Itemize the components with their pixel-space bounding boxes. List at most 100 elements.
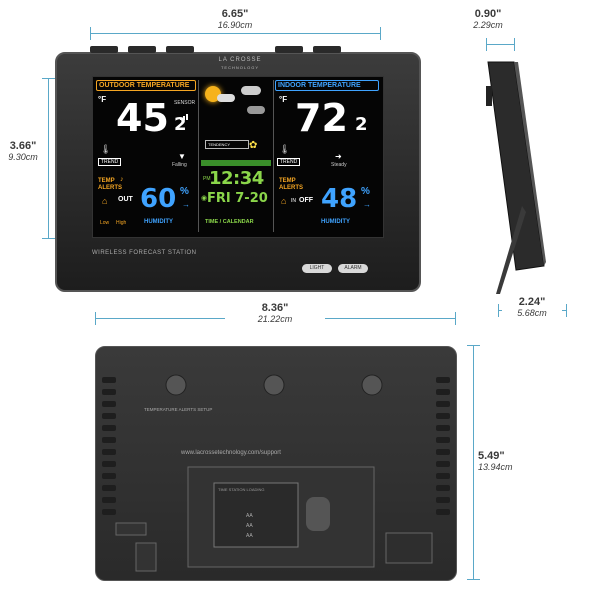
front-height-in: 3.66" [9, 140, 37, 152]
outdoor-unit: °F [98, 95, 107, 104]
side-depth-cm: 2.29cm [473, 20, 503, 30]
cloud-icon [217, 94, 235, 102]
stand-depth-label: 2.24" 5.68cm [502, 296, 562, 318]
time-value: 12:34 [209, 168, 264, 189]
outdoor-alerts-line1: TEMP [98, 178, 115, 184]
indoor-alerts-label: TEMP ALERTS [279, 178, 303, 192]
back-height-tick-top [467, 345, 480, 346]
station-label: WIRELESS FORECAST STATION [92, 250, 197, 256]
front-height-tick-top [42, 78, 55, 79]
website-text: www.lacrossetechnology.com/support [181, 450, 281, 456]
bell-icon: ♪ [120, 176, 124, 183]
front-width-tick-right [380, 27, 381, 40]
brand-line-1: LA CROSSE [218, 57, 262, 63]
cloud-icon-2 [241, 86, 261, 95]
side-view-body [486, 56, 566, 296]
time-label: TIME / CALENDAR [205, 219, 254, 225]
outdoor-trend-label: TREND [98, 158, 122, 166]
low-label: Low [100, 220, 110, 226]
indoor-house-icon: ⌂ [281, 196, 287, 206]
stand-depth-cm: 5.68cm [517, 308, 547, 318]
front-width-cm: 16.90cm [217, 20, 253, 30]
back-width-in: 8.36" [261, 302, 289, 314]
front-width-label: 6.65" 16.90cm [185, 8, 285, 30]
battery-aa-2: AA [246, 523, 253, 529]
in-label: IN [291, 198, 296, 204]
outdoor-trend-text: Falling [172, 162, 187, 168]
setup-title: TEMPERATURE ALERTS SETUP [144, 407, 213, 412]
front-height-tick-bottom [42, 238, 55, 239]
side-depth-tick-left [486, 38, 487, 51]
indoor-humidity-value: 48 [321, 184, 358, 214]
lcd-screen [92, 76, 384, 238]
high-label: High [116, 220, 127, 226]
indoor-temp-main: 72 [295, 96, 348, 140]
stand-depth-tick-right [566, 304, 567, 317]
outdoor-humidity-unit: % [180, 186, 189, 197]
indoor-panel: INDOOR TEMPERATURE °F 72 2 🌡 TREND ➜ Ste… [275, 80, 379, 232]
outdoor-alerts-label: TEMP ALERTS [98, 178, 122, 192]
front-height-label: 3.66" 9.30cm [0, 140, 46, 162]
outdoor-temp-main: 45 [116, 96, 169, 140]
indoor-alerts-line2: ALERTS [279, 185, 303, 191]
rain-cloud-icon [247, 106, 265, 114]
off-label: OFF [299, 197, 313, 204]
back-height-tick-bottom [467, 579, 480, 580]
side-depth-tick-right [514, 38, 515, 51]
outdoor-panel: OUTDOOR TEMPERATURE °F 45 2 SENSOR 🌡 TRE… [96, 80, 196, 232]
date-value: FRI 7-20 [207, 191, 268, 206]
top-button-5[interactable] [313, 46, 341, 53]
back-width-cm: 21.22cm [257, 314, 293, 324]
indoor-trend-label: TREND [277, 158, 301, 166]
signal-bars-icon [180, 107, 190, 120]
outdoor-header: OUTDOOR TEMPERATURE [96, 80, 196, 91]
indoor-temp-decimal: 2 [355, 114, 368, 135]
brand-line-2: TECHNOLOGY [220, 65, 259, 70]
side-depth-label: 0.90" 2.29cm [458, 8, 518, 30]
indoor-alerts-line1: TEMP [279, 178, 296, 184]
falling-arrow-icon: ▼ [178, 152, 186, 161]
tendency-label: TENDENCY [205, 140, 249, 149]
pm-label: PM [203, 176, 211, 182]
outdoor-humidity-label: HUMIDITY [144, 219, 173, 225]
stand-depth-tick-left [498, 304, 499, 317]
house-icon: ⌂ [102, 196, 108, 206]
thermometer-icon: 🌡 [100, 144, 112, 154]
front-width-line [90, 33, 380, 34]
front-height-cm: 9.30cm [8, 152, 38, 162]
indoor-humidity-arrow-icon: → [363, 200, 371, 209]
flower-icon: ✿ [249, 140, 258, 151]
indoor-thermometer-icon: 🌡 [279, 144, 291, 154]
steady-arrow-icon: ➜ [335, 152, 342, 161]
front-width-in: 6.65" [221, 8, 249, 20]
indoor-humidity-unit: % [361, 186, 370, 197]
battery-title: TIME STATION LOADING [218, 487, 265, 492]
outdoor-humidity-arrow-icon: → [182, 200, 190, 209]
top-button-2[interactable] [128, 46, 156, 53]
battery-aa-3: AA [246, 533, 253, 539]
light-button[interactable]: LIGHT [302, 264, 332, 273]
back-height-line [473, 345, 474, 579]
top-button-3[interactable] [166, 46, 194, 53]
center-panel: TENDENCY ✿ PM 12:34 FRI 7-20 ◉ TIME / CA… [198, 80, 274, 232]
outdoor-humidity-value: 60 [140, 184, 177, 214]
top-button-4[interactable] [275, 46, 303, 53]
brand-logo: LA CROSSE TECHNOLOGY [200, 57, 280, 71]
back-height-label: 5.49" 13.94cm [478, 450, 538, 472]
back-width-tick-right [455, 312, 456, 325]
back-height-in: 5.49" [478, 450, 505, 462]
sensor-label: SENSOR [174, 100, 196, 106]
battery-aa-1: AA [246, 513, 253, 519]
back-device-body: TEMPERATURE ALERTS SETUP www.lacrossetec… [95, 346, 457, 581]
top-button-1[interactable] [90, 46, 118, 53]
alarm-button[interactable]: ALARM [338, 264, 368, 273]
back-width-tick-left [95, 312, 96, 325]
front-width-tick-left [90, 27, 91, 40]
indoor-header: INDOOR TEMPERATURE [275, 80, 379, 91]
indoor-unit: °F [279, 95, 288, 104]
side-depth-line [486, 44, 514, 45]
back-width-label: 8.36" 21.22cm [225, 302, 325, 324]
stand-depth-in: 2.24" [518, 296, 546, 308]
grass-strip [201, 160, 271, 166]
indoor-humidity-label: HUMIDITY [321, 219, 350, 225]
